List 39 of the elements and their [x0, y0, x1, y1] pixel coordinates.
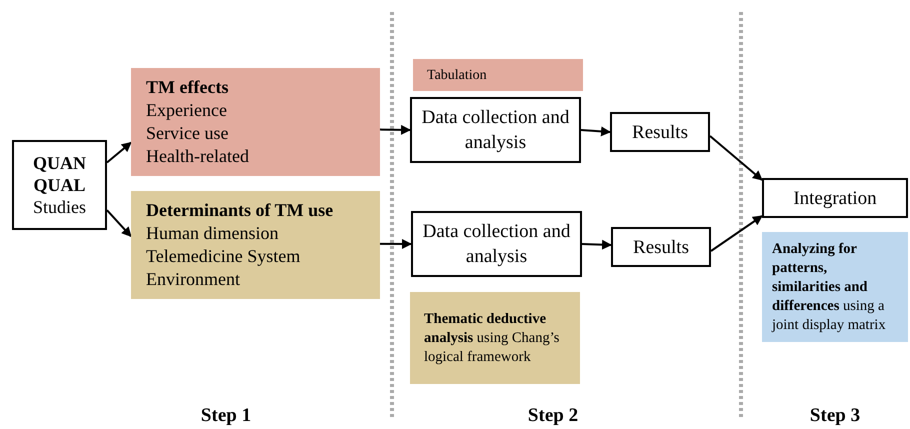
- list-item: Experience: [146, 99, 228, 122]
- list-item: Service use: [146, 122, 230, 145]
- process-box: [610, 112, 710, 152]
- process-box: [611, 227, 711, 267]
- arrow: [380, 124, 411, 135]
- box-text: QUAN QUAL Studies: [32, 152, 87, 218]
- arrow: [709, 135, 763, 181]
- step-label: Step 3: [810, 404, 860, 428]
- arrow: [580, 126, 611, 136]
- arrow: [380, 238, 412, 249]
- arrow: [582, 240, 612, 250]
- box-text: Tabulation: [427, 66, 487, 84]
- step-label: Step 1: [200, 404, 252, 428]
- box-text: Data collection and analysis: [420, 106, 570, 155]
- box-text: Thematic deductive analysis using Chang’s logical framework: [424, 310, 560, 366]
- panel-heading: Determinants of TM use: [146, 199, 334, 222]
- process-box: [12, 140, 107, 230]
- arrow: [710, 215, 763, 252]
- list-item: Health-related: [146, 145, 250, 168]
- process-box: [762, 178, 908, 218]
- arrow: [106, 142, 132, 164]
- box-text: Integration: [793, 186, 877, 210]
- panel-heading: TM effects: [146, 76, 230, 99]
- method-note: [762, 232, 908, 342]
- process-box: [410, 97, 581, 163]
- list-item: Human dimension: [146, 222, 280, 245]
- list-item: Telemedicine System: [146, 245, 302, 268]
- box-text: Results: [633, 236, 689, 260]
- box-text: Results: [632, 120, 688, 144]
- method-note: [413, 59, 583, 91]
- category-panel: [131, 68, 380, 176]
- box-text: Data collection and analysis: [422, 220, 572, 269]
- category-panel: [131, 191, 380, 299]
- process-box: [411, 211, 582, 277]
- method-note: [410, 292, 580, 384]
- arrow: [106, 210, 132, 238]
- box-text: Analyzing for patterns, similarities and differences using a joint display matrix: [772, 240, 887, 334]
- step-label: Step 2: [528, 404, 578, 428]
- list-item: Environment: [146, 268, 241, 291]
